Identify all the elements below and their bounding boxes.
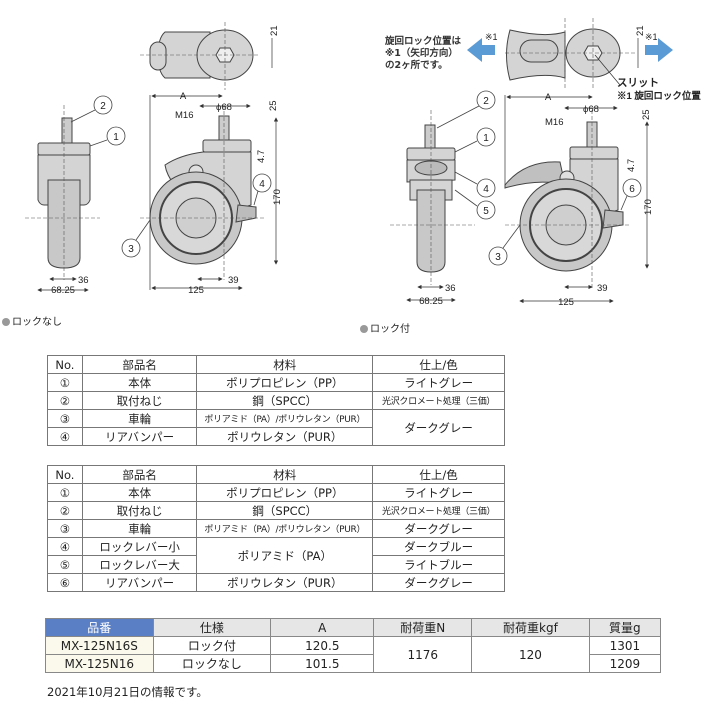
table-header-row: 品番 仕様 A 耐荷重N 耐荷重kgf 質量g	[45, 618, 662, 637]
svg-text:6: 6	[629, 184, 635, 195]
dim-m16-label: M16	[545, 117, 563, 128]
info-date-note: 2021年10月21日の情報です。	[47, 685, 208, 699]
dim-phi68-label: ϕ68	[216, 102, 232, 113]
model-number: MX-125N16	[45, 654, 154, 673]
dim-a-label: A	[180, 91, 187, 102]
dim-a-label: A	[545, 92, 552, 103]
svg-text:3: 3	[495, 252, 501, 263]
dim-25-label: 25	[641, 109, 652, 120]
svg-text:2: 2	[100, 101, 106, 112]
callout-6	[622, 178, 642, 198]
spec-table: 品番 仕様 A 耐荷重N 耐荷重kgf 質量g MX-125N16S ロック付 …	[45, 618, 662, 673]
callout-4	[252, 173, 272, 193]
dim-170-label: 170	[272, 189, 283, 205]
drawing-no-lock: A ϕ68 M16 25 4.7 170 21 39 125 36 68.25 …	[25, 22, 283, 296]
slit-note: ※1 旋回ロック位置	[617, 90, 701, 102]
svg-text:1: 1	[113, 132, 119, 143]
swivel-lock-note: 旋回ロック位置は ※1（矢印方向） の2ヶ所です。	[385, 36, 462, 71]
dim-4_7-label: 4.7	[256, 150, 267, 163]
svg-text:2: 2	[483, 96, 489, 107]
dim-m16-label: M16	[175, 110, 193, 121]
table-row: MX-125N16S ロック付 120.5 1176 120 1301	[45, 636, 662, 673]
table-row: MX-125N16 ロックなし 101.5 1209	[45, 654, 662, 673]
svg-text:1: 1	[483, 133, 489, 144]
dim-36-label: 36	[445, 283, 456, 294]
dim-170-label: 170	[643, 199, 654, 215]
arrow-right-icon	[645, 38, 673, 62]
bullet-icon	[360, 325, 368, 333]
callout-3	[121, 238, 141, 258]
dim-39-label: 39	[597, 283, 608, 294]
table-header-row: No. 部品名 材料 仕上/色	[47, 355, 505, 374]
caption-with-lock: ロック付	[360, 320, 410, 335]
dim-4_7-label: 4.7	[626, 159, 637, 172]
table-header-row: No. 部品名 材料 仕上/色	[47, 465, 505, 484]
caption-no-lock: ロックなし	[2, 313, 62, 328]
callout-2	[93, 95, 113, 115]
svg-text:5: 5	[483, 206, 489, 217]
dim-21-label: 21	[635, 25, 646, 36]
slit-label: スリット	[617, 77, 659, 89]
dim-21-label: 21	[269, 25, 280, 36]
svg-text:3: 3	[128, 244, 134, 255]
arrow-left-icon	[467, 38, 495, 62]
callout-4	[476, 178, 496, 198]
drawing-with-lock: A ϕ68 M16 25 4.7 170 21 39 125 36 68.25 …	[390, 18, 701, 308]
bullet-icon	[2, 318, 10, 326]
model-number: MX-125N16S	[45, 636, 154, 655]
dim-phi68-label: ϕ68	[583, 104, 599, 115]
dim-25-label: 25	[268, 100, 279, 111]
callout-2	[476, 90, 496, 110]
callout-1	[476, 127, 496, 147]
dim-68_25-label: 68.25	[51, 285, 75, 296]
dim-125-label: 125	[558, 297, 574, 308]
dim-36-label: 36	[78, 275, 89, 286]
dim-68_25-label: 68.25	[419, 296, 443, 307]
callout-3	[488, 246, 508, 266]
svg-text:4: 4	[259, 179, 265, 190]
callout-1	[106, 126, 126, 146]
dim-125-label: 125	[188, 285, 204, 296]
svg-text:4: 4	[483, 184, 489, 195]
mark-left: ※1	[485, 32, 498, 42]
mark-right: ※1	[645, 32, 658, 42]
callout-5	[476, 200, 496, 220]
dim-39-label: 39	[228, 275, 239, 286]
